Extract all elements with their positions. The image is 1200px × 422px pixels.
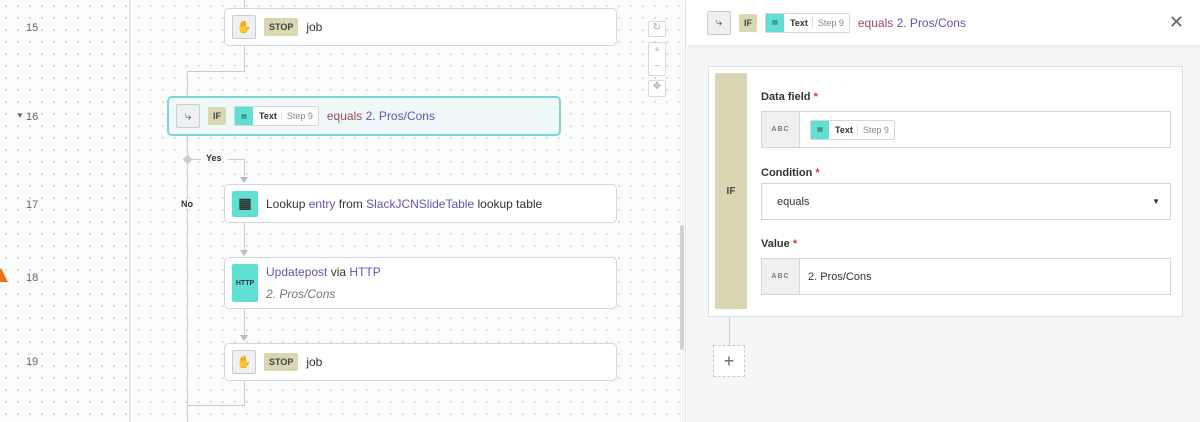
table-icon: ▦	[232, 190, 258, 217]
http-icon: HTTP	[232, 264, 258, 302]
connector-name: HTTP	[349, 265, 381, 279]
pill-step: Step 9	[280, 111, 318, 121]
line-number: 15	[26, 22, 39, 34]
branch-yes-label: Yes	[206, 153, 222, 163]
fit-view-button[interactable]: ✥	[648, 80, 666, 97]
stop-badge: STOP	[264, 18, 299, 36]
branch-icon: ⤷	[707, 10, 731, 35]
step-subtitle: 2. Pros/Cons	[266, 287, 336, 301]
action-name: Updatepost	[266, 265, 328, 279]
type-indicator: ABC	[762, 112, 800, 147]
line-number: 16	[26, 111, 39, 123]
if-badge: IF	[739, 13, 757, 32]
label-text: Condition	[761, 167, 813, 179]
branch-icon: ⤷	[176, 104, 200, 128]
if-strip: IF	[715, 73, 747, 309]
stop-hand-icon: ✋	[232, 350, 256, 374]
zoom-in-button[interactable]: +	[654, 45, 660, 56]
t: via	[330, 265, 347, 279]
zoom-controls: +−	[648, 42, 666, 76]
required-mark: *	[813, 91, 818, 103]
table-name: SlackJCNSlideTable	[366, 196, 475, 211]
canvas-scrollbar[interactable]	[680, 225, 684, 350]
step-text: job	[306, 355, 323, 369]
required-mark: *	[815, 167, 820, 179]
type-indicator: ABC	[762, 259, 800, 294]
stop-badge: STOP	[264, 353, 299, 371]
zoom-out-button[interactable]: −	[654, 61, 660, 72]
line-number: 17	[26, 199, 39, 211]
text-file-icon: ▤	[811, 120, 829, 139]
reset-view-button[interactable]: ↻	[648, 21, 666, 37]
collapse-caret-icon[interactable]: ▼	[16, 111, 24, 120]
t: from	[338, 196, 363, 211]
condition-select[interactable]: equals ▼	[761, 183, 1171, 220]
value-input[interactable]: ABC 2. Pros/Cons	[761, 258, 1171, 295]
t: Lookup	[266, 196, 306, 211]
condition-label: Condition *	[761, 167, 820, 179]
condition-op: equals	[857, 15, 894, 30]
selected-value: equals	[777, 195, 810, 208]
text-file-icon: ▤	[235, 107, 253, 125]
warning-icon	[0, 268, 8, 282]
step-15-stop[interactable]: ✋ STOP job	[224, 8, 617, 46]
label-text: Value	[761, 238, 790, 250]
text-file-icon: ▤	[766, 13, 784, 32]
step-17-lookup[interactable]: ▦ Lookup entry from SlackJCNSlideTable l…	[224, 184, 617, 223]
line-gutter: 15 ▼ 16 17 18 19	[0, 0, 131, 422]
chevron-down-icon: ▼	[1152, 197, 1160, 206]
pill-label: Text	[790, 17, 808, 28]
step-19-stop[interactable]: ✋ STOP job	[224, 343, 617, 381]
required-mark: *	[792, 238, 798, 250]
condition-op: equals	[326, 109, 363, 123]
t: lookup table	[477, 196, 543, 211]
step-text: job	[306, 20, 323, 34]
branch-no-label: No	[181, 199, 193, 209]
add-step-button[interactable]: +	[713, 345, 745, 377]
line-number: 18	[26, 272, 39, 284]
pill-step: Step 9	[811, 17, 849, 28]
value-label: Value *	[761, 238, 797, 250]
pill-label: Text	[259, 111, 277, 121]
line-number: 19	[26, 356, 39, 368]
entry-link: entry	[308, 196, 336, 211]
condition-value: 2. Pros/Cons	[896, 15, 966, 30]
data-field-label: Data field *	[761, 91, 818, 103]
stop-hand-icon: ✋	[232, 15, 256, 39]
close-icon[interactable]: ✕	[1168, 12, 1184, 32]
pill-step: Step 9	[856, 124, 894, 135]
input-value: 2. Pros/Cons	[808, 270, 872, 283]
condition-value: 2. Pros/Cons	[365, 109, 435, 123]
label-text: Data field	[761, 91, 811, 103]
step-18-http[interactable]: HTTP Updatepost via HTTP 2. Pros/Cons	[224, 257, 617, 309]
pill-label: Text	[835, 124, 853, 135]
if-badge: IF	[208, 107, 226, 125]
